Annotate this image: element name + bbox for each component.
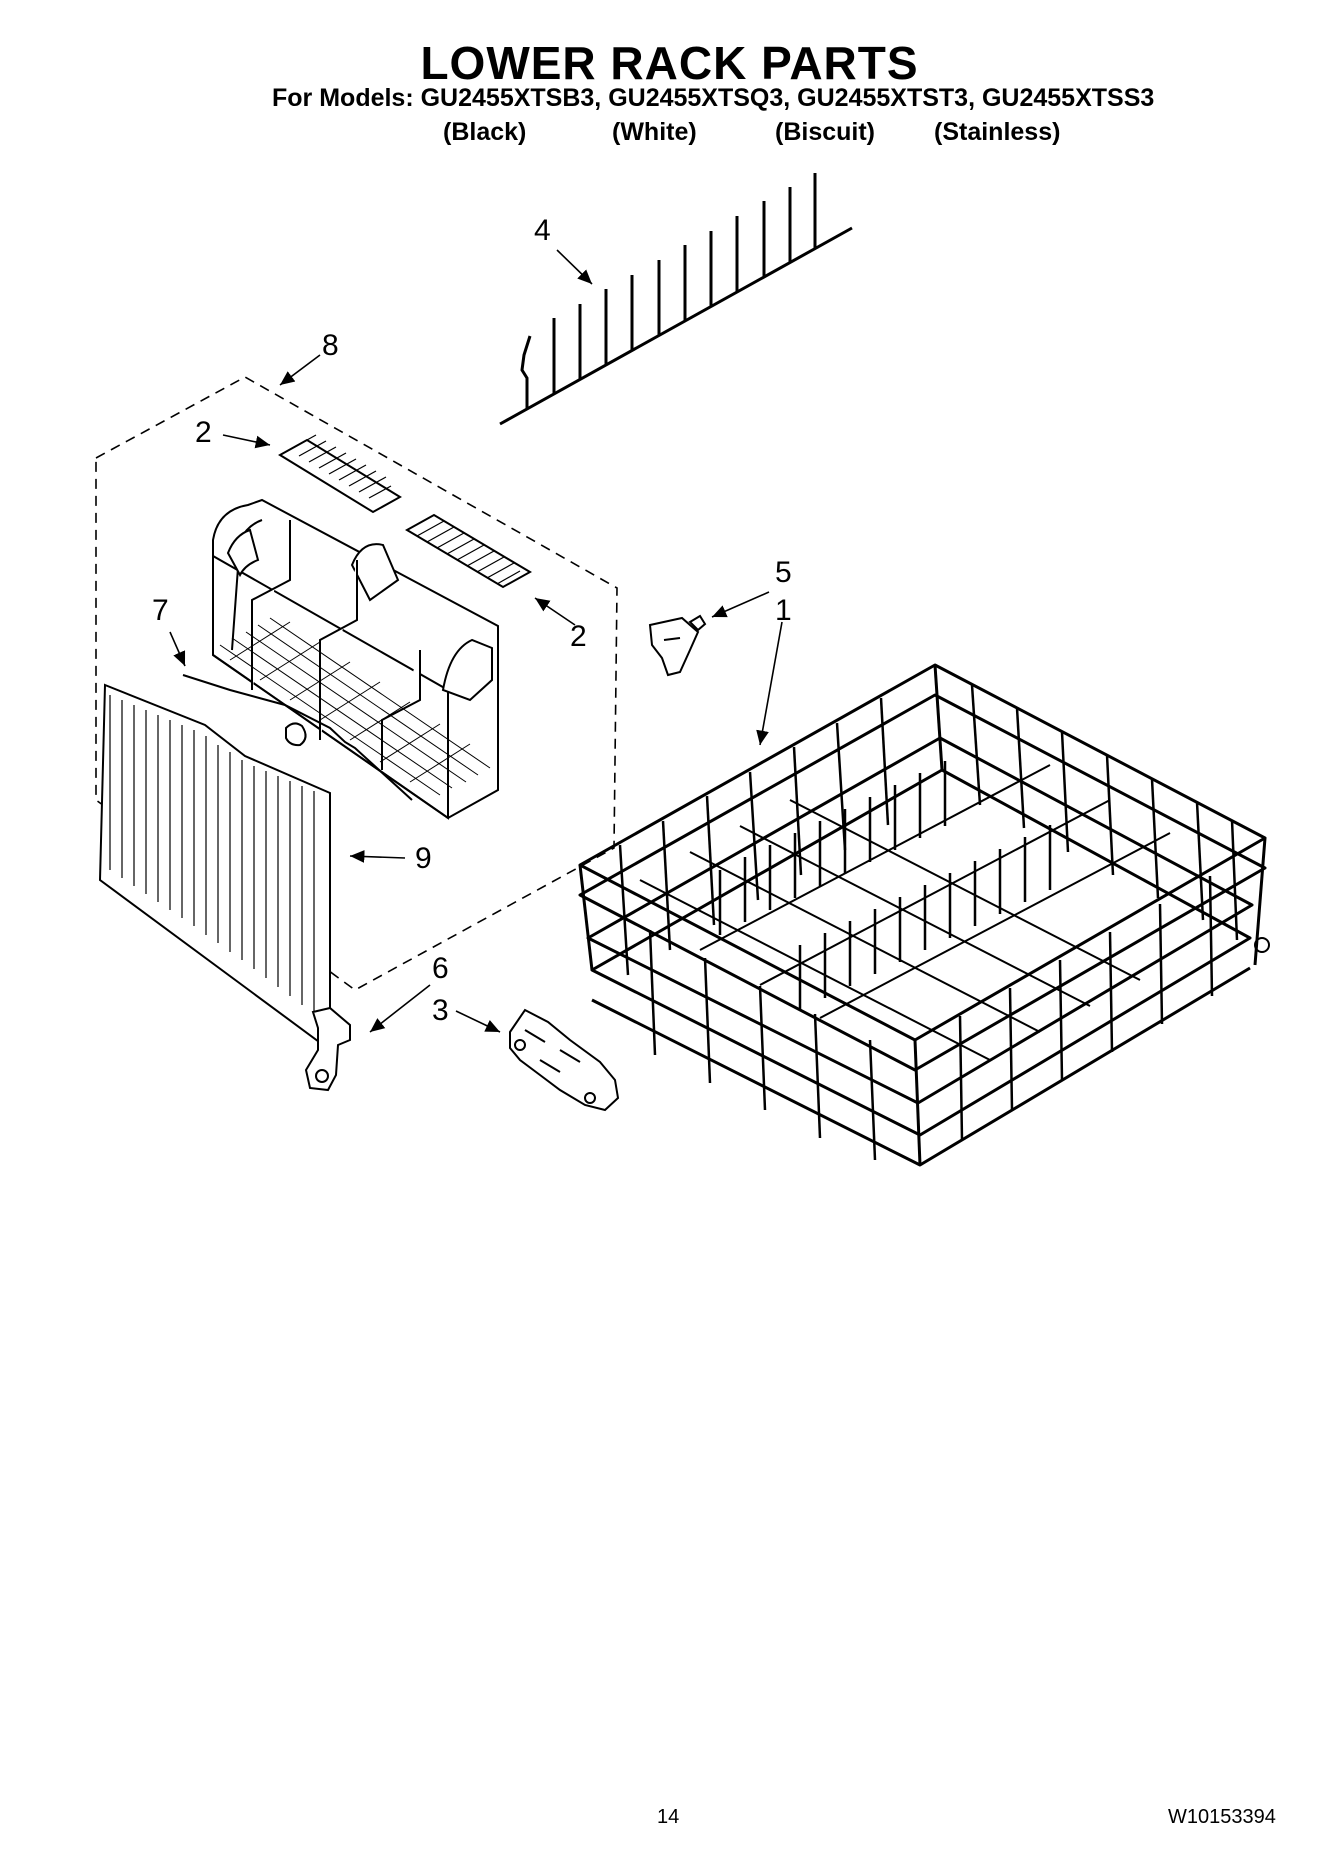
callout-8: 8 <box>322 329 339 362</box>
basket-lid-part <box>98 683 331 1052</box>
basket-cover-left <box>278 434 402 514</box>
callout-4: 4 <box>534 214 551 247</box>
callout-7: 7 <box>152 594 169 627</box>
leader-arrows <box>169 249 783 1033</box>
variant-white: (White) <box>612 118 697 146</box>
variant-biscuit: (Biscuit) <box>775 118 875 146</box>
callout-9: 9 <box>415 842 432 875</box>
document-number: W10153394 <box>1168 1806 1276 1828</box>
callout-6: 6 <box>432 952 449 985</box>
tine-row-part <box>499 173 853 426</box>
rack-roller-part-6 <box>304 1006 351 1092</box>
callout-5: 5 <box>775 556 792 589</box>
rack-clip-part-5 <box>648 614 707 677</box>
rack-wheel-assembly-part-3 <box>509 1008 620 1112</box>
basket-clip-part <box>182 674 413 801</box>
silverware-basket <box>212 498 499 820</box>
page-title: LOWER RACK PARTS <box>420 37 919 89</box>
basket-assembly-outline <box>95 376 618 991</box>
models-line: For Models: GU2455XTSB3, GU2455XTSQ3, GU… <box>272 84 1155 112</box>
variant-black: (Black) <box>443 118 527 146</box>
callout-3: 3 <box>432 994 449 1027</box>
callout-2-top: 2 <box>195 416 212 449</box>
lower-rack-part <box>578 663 1270 1167</box>
callout-1: 1 <box>775 594 792 627</box>
basket-cover-right <box>404 513 533 589</box>
page-number: 14 <box>657 1806 680 1828</box>
variant-stainless: (Stainless) <box>934 118 1061 146</box>
callout-2-right: 2 <box>570 620 587 653</box>
